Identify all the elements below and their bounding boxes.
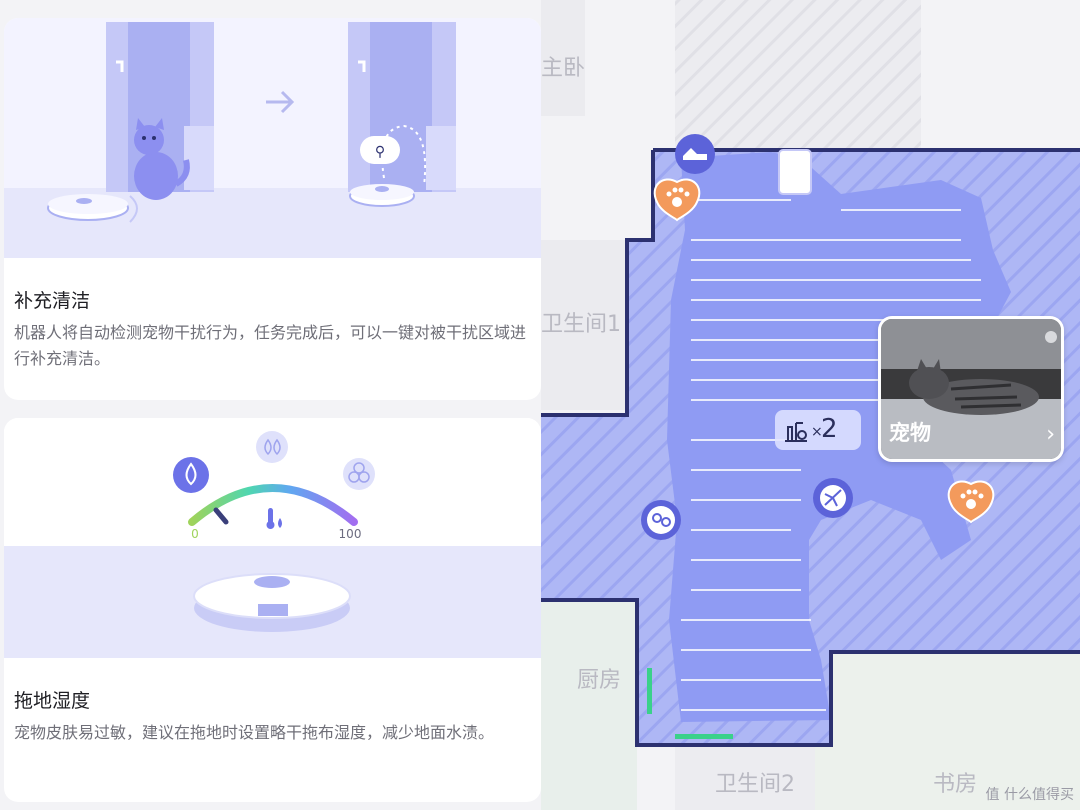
- water-drop-triple-icon: [343, 458, 375, 490]
- pet-photo[interactable]: 宠物 ›: [881, 319, 1061, 459]
- room-label-study[interactable]: 书房: [933, 772, 978, 797]
- chevron-right-icon[interactable]: ›: [1046, 422, 1055, 447]
- pet-label: 宠物: [889, 421, 931, 445]
- cat-icon: [134, 118, 190, 200]
- cleaning-icon[interactable]: [813, 478, 853, 518]
- robot-vacuum-icon: [47, 194, 138, 223]
- pet-bowl-icon[interactable]: [641, 500, 681, 540]
- water-drop-double-icon: [256, 431, 288, 463]
- thermometer-icon: [266, 508, 282, 529]
- card-description: 机器人将自动检测宠物干扰行为，任务完成后，可以一键对被干扰区域进行补充清洁。: [14, 323, 527, 368]
- room-label-bathroom1[interactable]: 卫生间1: [541, 312, 621, 337]
- clean-count-multiplier: ×: [811, 424, 823, 440]
- shoe-icon[interactable]: [675, 134, 715, 174]
- charging-dock-icon[interactable]: [778, 149, 812, 195]
- gauge-needle: [213, 507, 229, 525]
- robot-vacuum-icon: [349, 184, 415, 207]
- clean-count-value: 2: [821, 414, 838, 444]
- robot-vacuum-icon: [193, 573, 351, 632]
- watermark: 值 什么值得买: [985, 787, 1074, 803]
- mop-humidity-card[interactable]: 0 100 拖地湿度 宠物皮肤易过敏，建议在拖地时设置略干拖布湿度，减少地面水渍…: [4, 418, 541, 802]
- cleaning-bubble: ⚲: [360, 136, 400, 164]
- room-label-bathroom2[interactable]: 卫生间2: [715, 772, 795, 797]
- paw-icon[interactable]: [653, 178, 701, 222]
- water-drop-icon: [173, 457, 209, 493]
- card-description: 宠物皮肤易过敏，建议在拖地时设置略干拖布湿度，减少地面水渍。: [14, 723, 495, 742]
- pet-photo-image: [881, 319, 1061, 459]
- gauge-max-label: 100: [339, 527, 362, 541]
- room-label-bedroom[interactable]: 主卧: [541, 56, 586, 81]
- gauge-min-label: 0: [191, 527, 199, 541]
- card-title: 拖地湿度: [14, 690, 91, 712]
- svg-text:⚲: ⚲: [375, 144, 385, 160]
- supplementary-clean-card[interactable]: ⚲ 补充清洁 机器人将自动检测宠物干扰行为，任务完成后，可以一键对被干扰区域进行…: [4, 18, 541, 400]
- clean-count-badge[interactable]: × 2: [775, 410, 861, 450]
- left-panel: ⚲ 补充清洁 机器人将自动检测宠物干扰行为，任务完成后，可以一键对被干扰区域进行…: [0, 0, 541, 810]
- pet-detection-popup[interactable]: 宠物 ›: [878, 316, 1064, 462]
- map-walls: [541, 148, 1080, 747]
- room-label-kitchen[interactable]: 厨房: [577, 668, 622, 693]
- cleaning-map[interactable]: 主卧 卫生间1 厨房 卫生间2 书房 × 2 宠物: [541, 0, 1080, 810]
- supplementary-clean-illustration: ⚲: [4, 18, 541, 258]
- cleaning-tool-icon: [785, 422, 807, 442]
- paw-icon[interactable]: [947, 480, 995, 524]
- arrow-right-icon: [266, 90, 295, 114]
- mop-humidity-illustration: 0 100: [4, 418, 541, 658]
- card-title: 补充清洁: [14, 290, 91, 312]
- humidity-gauge[interactable]: [188, 484, 358, 526]
